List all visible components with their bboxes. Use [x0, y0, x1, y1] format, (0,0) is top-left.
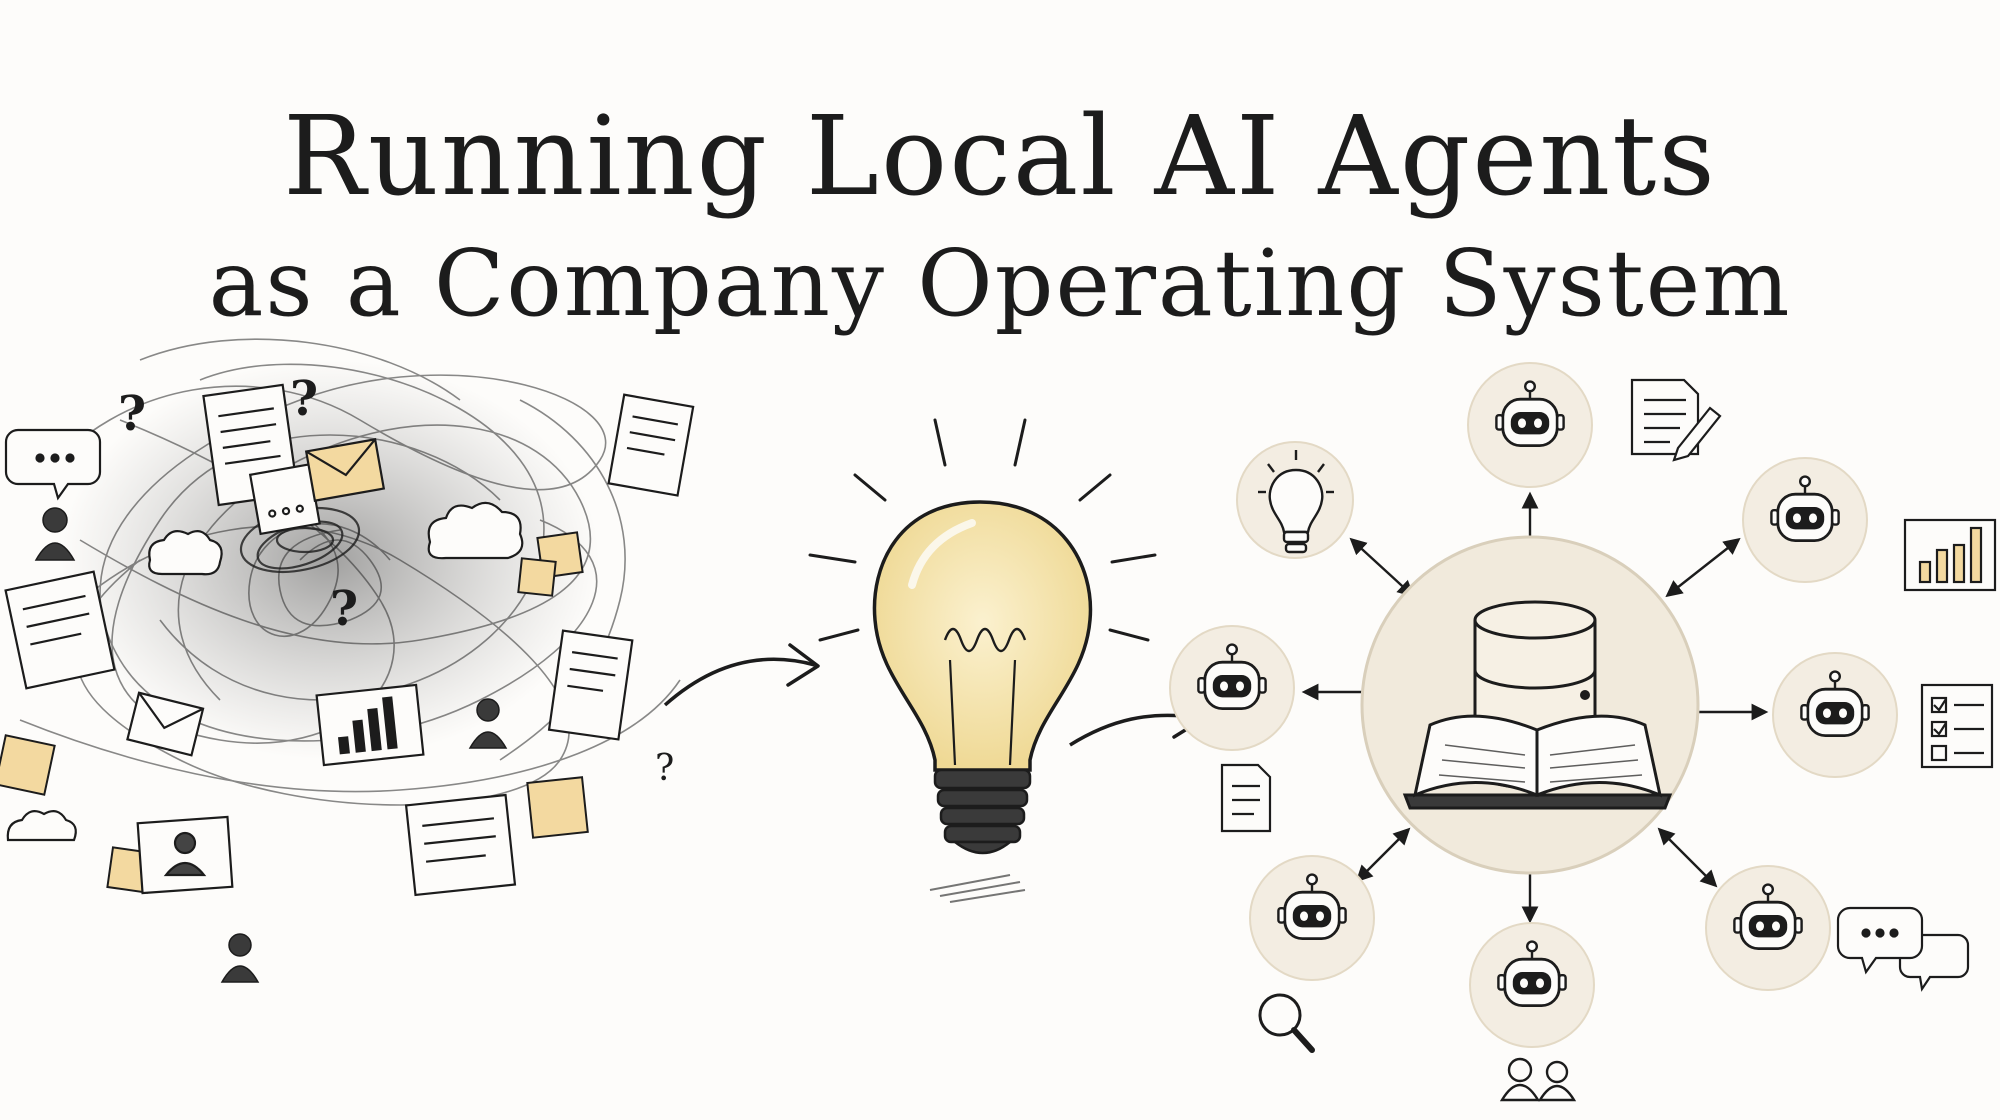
bar-chart-icon [1903, 518, 1997, 592]
chat-bubbles-icon [1836, 906, 1970, 992]
title-line-1: Running Local AI Agents [283, 92, 1717, 220]
agent-node-bottom [1469, 922, 1595, 1048]
title-line-2: as a Company Operating System [208, 230, 1792, 337]
document-icon [1220, 763, 1272, 833]
agent-node-left [1169, 625, 1295, 751]
chaos-scribble: ? ? ? ? [0, 338, 695, 983]
agent-node-top [1467, 362, 1593, 488]
lightbulb-small-icon [1258, 450, 1334, 554]
svg-text:?: ? [118, 386, 146, 442]
agent-node-right [1772, 652, 1898, 778]
agent-node-lower-right [1705, 865, 1831, 991]
search-icon [1258, 993, 1315, 1053]
svg-text:?: ? [655, 748, 674, 789]
document-edit-icon [1630, 378, 1722, 462]
agent-node-upper-right [1742, 457, 1868, 583]
svg-text:?: ? [330, 581, 358, 637]
agent-node-lower-left [1249, 855, 1375, 981]
svg-text:?: ? [290, 371, 318, 427]
agent-hub [1169, 362, 1997, 1102]
users-icon [1499, 1057, 1577, 1102]
checklist-icon [1920, 683, 1994, 769]
open-book-icon [1402, 714, 1673, 810]
lightbulb-icon [808, 418, 1157, 903]
flow-arrow-1 [663, 657, 816, 707]
